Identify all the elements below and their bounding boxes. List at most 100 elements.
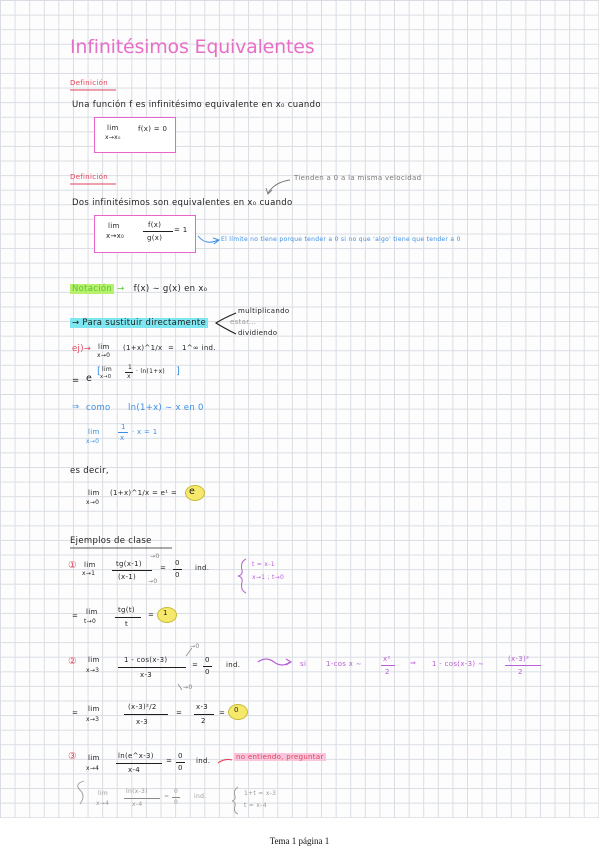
example-3-number: ③ [68, 751, 77, 762]
ej-step-exp-sub: x→0 [100, 374, 112, 380]
definition-box-2 [94, 215, 196, 253]
ex3-note-text: no entiendo, preguntar [234, 753, 326, 761]
definition-heading-1: Definición [70, 79, 108, 87]
ex2-step-equals2: = [176, 709, 183, 717]
ex2-step-sub: x→3 [86, 716, 100, 723]
example-label: ej)→ [72, 344, 92, 354]
page-title: Infinitésimos Equivalentes [70, 36, 315, 58]
ex2-step-bar2 [194, 714, 214, 715]
ej-step-exp-bar [125, 372, 133, 373]
limit-side-note: El límite no tiene porque tender a 0 si … [221, 236, 461, 243]
substitute-option-multiply: multiplicando [238, 307, 290, 315]
como-lim-sub: x→0 [86, 438, 100, 445]
como-frac-den: x [120, 434, 125, 442]
ex1-step-lim: lim [86, 608, 98, 616]
definition-box-1 [94, 117, 176, 153]
ex2-then-den: 2 [518, 668, 523, 676]
box1-lim: lim [107, 124, 119, 132]
ex2-step-num: (x-3)²/2 [128, 703, 157, 711]
ex1-sub-note-1: t = x-1 [252, 561, 275, 568]
ex1-equals: = [160, 564, 167, 572]
ej-step-exp-den: x [127, 373, 131, 380]
ex1-step-sub: t→0 [84, 618, 97, 625]
ex3-g-note-1: 1+t = x-3 [244, 790, 277, 797]
ex1-ann-bot: →0 [148, 578, 158, 585]
ex2-ind: ind. [226, 661, 241, 669]
definition-text-1: Una función f es infinitésimo equivalent… [72, 100, 321, 110]
substitute-option-divide: dividiendo [238, 329, 278, 337]
como-lim: lim [88, 428, 100, 436]
como-frac-num: 1 [121, 423, 126, 431]
ej-step-exp-num: 1 [128, 364, 133, 371]
ex3-frac-num: 0 [178, 752, 183, 760]
ex3-g-frac-den: 0 [174, 799, 179, 806]
ex2-then-bar [505, 665, 541, 666]
ex2-step-num2: x-3 [196, 703, 209, 711]
ex2-step-equals3: = [219, 709, 226, 717]
ej-result: 1^∞ ind. [182, 344, 216, 352]
page-footer: Tema 1 página 1 [269, 836, 330, 846]
ex2-lim-sub: x→3 [86, 667, 100, 674]
ex1-ind: ind. [195, 564, 210, 572]
ex2-then-expr: 1 - cos(x-3) ∼ [432, 660, 485, 668]
box2-lim: lim [108, 222, 120, 230]
ex1-sub-note-2: x→1 ; t→0 [252, 574, 285, 581]
ex3-g-note-2: t = x-4 [244, 802, 267, 809]
ex1-fraction-bar [112, 570, 152, 571]
final-expression: (1+x)^1/x = e¹ = [110, 489, 178, 497]
ex3-g-frac-bar [172, 797, 180, 798]
final-result-highlight [185, 485, 205, 501]
notation-arrow: → [117, 284, 125, 294]
ex3-frac2-bar [176, 762, 185, 763]
ex2-lim: lim [88, 656, 100, 664]
ex2-step-equals: = [72, 709, 79, 717]
ej-step-bracket-open: [ [97, 366, 102, 377]
ej-expression: (1+x)^1/x [123, 344, 163, 352]
ex2-frac2-bar [203, 666, 212, 667]
box2-denominator: g(x) [147, 234, 163, 242]
final-result: e [189, 486, 196, 497]
box2-equals-one: = 1 [174, 226, 188, 234]
es-decir: es decir, [70, 466, 109, 476]
ex3-g-bar [124, 798, 160, 799]
ex2-ann-top: →0 [190, 643, 200, 650]
ej-equals: = [168, 344, 175, 352]
ex3-ind: ind. [196, 757, 211, 765]
ex2-step-den2: 2 [201, 717, 206, 725]
ex3-frac-den: 0 [178, 764, 183, 772]
ex2-equals: = [192, 661, 199, 669]
como-arrow: ⇒ [72, 402, 80, 412]
ex2-then-num: (x-3)² [508, 655, 530, 663]
ex1-lim-sub: x→1 [82, 570, 96, 577]
ex1-step-num: tg(t) [118, 606, 135, 614]
como-rest: · x = 1 [132, 428, 158, 436]
final-lim: lim [88, 489, 100, 497]
ex3-note: no entiendo, preguntar [234, 753, 326, 761]
ex3-g-den: x-4 [132, 801, 143, 808]
ex3-lim: lim [88, 754, 100, 762]
ex2-ann-bot: →0 [183, 684, 193, 691]
ex2-step-result: 0 [234, 706, 239, 714]
ex2-step-bar [124, 714, 168, 715]
definition-heading-2: Definición [70, 173, 108, 181]
final-lim-sub: x→0 [86, 499, 100, 506]
ex2-fraction-bar [118, 667, 186, 668]
substitute-text: → Para sustituir directamente [70, 318, 209, 328]
ex3-g-lim: lim [98, 790, 109, 797]
ex1-step-bar [115, 617, 141, 618]
ex1-frac-num: 0 [175, 559, 180, 567]
ex1-step-equals: = [72, 612, 79, 620]
ex2-si-den: 2 [385, 668, 390, 676]
ex1-step-equals2: = [148, 611, 155, 619]
box2-numerator: f(x) [148, 221, 162, 229]
ex3-g-sub: x→4 [96, 800, 110, 807]
box1-expr: f(x) = 0 [138, 125, 168, 133]
box1-sub: x→x₀ [105, 134, 121, 141]
ex3-denominator: x-4 [128, 766, 141, 774]
substitute-label: → Para sustituir directamente [70, 318, 209, 328]
ex2-si-label: si [300, 660, 307, 668]
ex1-result-highlight [157, 607, 177, 623]
ex2-result-highlight [228, 704, 248, 720]
